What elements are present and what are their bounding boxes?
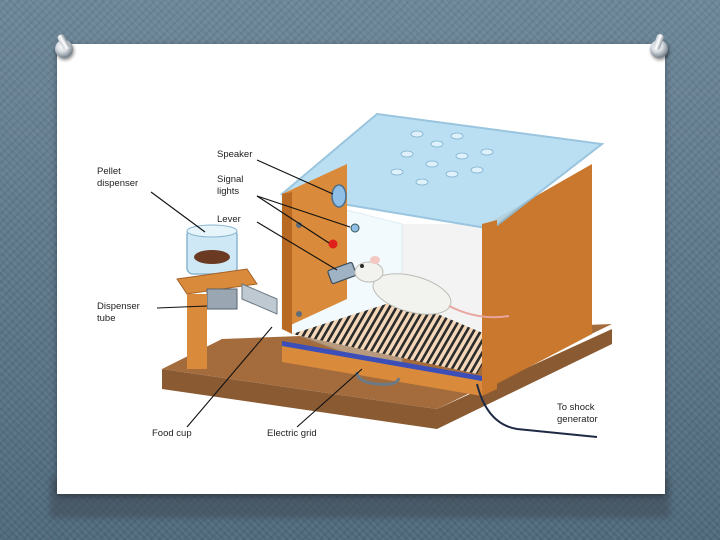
signal-light-red	[329, 240, 338, 249]
label-shock-2: generator	[557, 414, 598, 425]
pellet-dispenser-top	[187, 225, 237, 237]
label-shock-1: To shock	[557, 402, 595, 413]
label-speaker: Speaker	[217, 149, 252, 160]
chute	[242, 284, 277, 314]
label-electric-grid: Electric grid	[267, 428, 317, 439]
dispenser-tube	[207, 289, 237, 309]
label-signal-lights-2: lights	[217, 186, 239, 197]
label-pellet-dispenser-1: Pellet	[97, 166, 121, 177]
speaker	[332, 185, 346, 207]
right-post	[482, 220, 497, 396]
signal-light-blue	[351, 224, 359, 232]
dispenser-stand	[187, 294, 207, 369]
label-dispenser-tube-1: Dispenser	[97, 301, 140, 312]
label-signal-lights-1: Signal	[217, 174, 243, 185]
label-dispenser-tube-2: tube	[97, 313, 116, 324]
label-food-cup: Food cup	[152, 428, 192, 439]
label-pellet-dispenser-2: dispenser	[97, 178, 138, 189]
pellets	[194, 250, 230, 264]
pushpin-icon-left	[55, 40, 73, 58]
pushpin-icon-right	[650, 40, 668, 58]
label-lever: Lever	[217, 214, 241, 225]
wall-bolt	[296, 311, 302, 317]
slide: Speaker Signal lights Lever Pellet dispe…	[57, 44, 665, 494]
skinner-box-diagram: Speaker Signal lights Lever Pellet dispe…	[57, 44, 665, 494]
